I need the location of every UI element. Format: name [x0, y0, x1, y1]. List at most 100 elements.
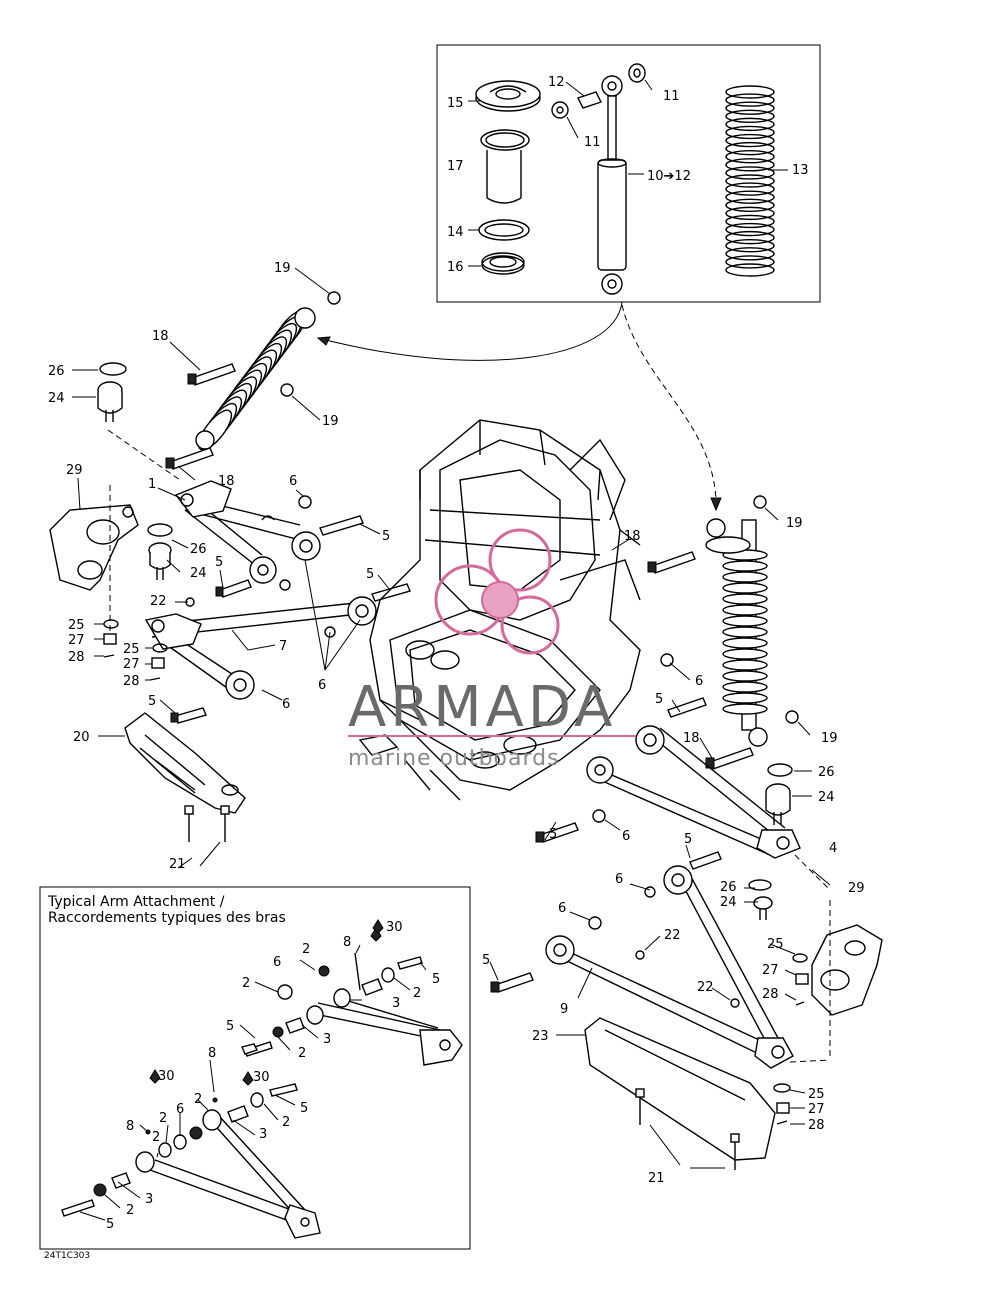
label-1: 1 [148, 477, 156, 492]
label-21-b: 21 [648, 1171, 665, 1186]
label-27-c: 27 [762, 963, 779, 978]
inset-label-2-c: 2 [413, 986, 421, 1001]
arm-attachment-inset: Typical Arm Attachment / Raccordements t… [39, 886, 471, 1250]
label-14: 14 [447, 225, 464, 240]
inset-label-2-f: 2 [282, 1115, 290, 1130]
label-5-g: 5 [684, 832, 692, 847]
label-22-a: 22 [150, 594, 167, 609]
spring-coil-turn [725, 85, 775, 99]
spring-coil-turn [725, 206, 775, 221]
label-27-a: 27 [68, 633, 85, 648]
label-6-f: 6 [615, 872, 623, 887]
inset-label-2-h: 2 [152, 1130, 160, 1145]
right-shock-bottom-eye [748, 727, 768, 747]
spring-coil-turn [725, 158, 775, 172]
right-shock-assembly [705, 518, 768, 747]
spring-coil-turn [725, 150, 775, 164]
right-shock-top-eye [706, 518, 726, 538]
label-20: 20 [73, 730, 90, 745]
inset-label-6-a: 6 [273, 955, 281, 970]
right-shock-coil-turn [722, 670, 768, 682]
spring-coil-turn [725, 239, 775, 253]
right-shock-coil-turn [722, 604, 768, 616]
inset-label-30-b: 30 [158, 1069, 175, 1084]
label-24-c: 24 [818, 790, 835, 805]
arrow-to-left-shock [317, 301, 623, 361]
inset-label-2-g: 2 [159, 1111, 167, 1126]
label-22-b: 22 [664, 928, 681, 943]
label-26-a: 26 [48, 364, 65, 379]
right-lower-a-arm [490, 851, 794, 1069]
label-28-c: 28 [762, 987, 779, 1002]
right-ball-joint-upper [765, 763, 793, 825]
left-upper-a-arm [174, 480, 364, 598]
spring-coil-turn [725, 101, 775, 115]
inset-label-3-d: 3 [145, 1192, 153, 1207]
label-5-f: 5 [549, 827, 557, 842]
label-5-a: 5 [382, 529, 390, 544]
right-shock-hardware [647, 495, 799, 770]
label-27-d: 27 [808, 1102, 825, 1117]
right-knuckle-guide-upper [794, 854, 831, 891]
right-steering-knuckle [811, 924, 883, 1016]
label-5-c: 5 [366, 567, 374, 582]
spring-coil-turn [725, 230, 775, 245]
label-6-b: 6 [318, 678, 326, 693]
part-16-bushing [481, 252, 525, 275]
right-shock-coil-turn [722, 615, 768, 627]
label-17: 17 [447, 159, 464, 174]
left-shock-assembly [195, 307, 316, 451]
label-6-c: 6 [282, 697, 290, 712]
left-skid-plate [124, 712, 246, 814]
right-shock-coil-turn [722, 571, 768, 583]
part-17-sleeve [480, 129, 530, 204]
watermark-logo [434, 528, 560, 655]
left-lower-a-arm [144, 583, 411, 724]
spring-coil-turn [725, 166, 775, 180]
label-18-c: 18 [624, 529, 641, 544]
right-shock-coil-turn [722, 560, 768, 572]
spring-coil-turn [725, 141, 775, 156]
left-upper-guide [107, 429, 181, 481]
label-9: 9 [560, 1002, 568, 1017]
inset-title-fr: Raccordements typiques des bras [48, 910, 286, 926]
left-shock-top-eye [294, 307, 316, 329]
label-29-b: 29 [848, 881, 865, 896]
right-shock-coil-turn [722, 626, 768, 638]
spring-coil-turn [725, 198, 775, 212]
label-29-a: 29 [66, 463, 83, 478]
label-6-d: 6 [695, 674, 703, 689]
label-10-12: 10➔12 [647, 169, 691, 184]
left-shock-hardware [165, 291, 341, 470]
spring-coil-turn [725, 214, 775, 229]
shock-detail-inset [436, 44, 821, 303]
label-5-d: 5 [148, 694, 156, 709]
part-10-shock-absorber [597, 75, 627, 295]
label-5-b: 5 [215, 555, 223, 570]
label-24-d: 24 [720, 895, 737, 910]
left-ball-joint-lower [147, 523, 173, 580]
right-shock-coil-turn [722, 593, 768, 605]
right-shock-coil-turn [722, 582, 768, 594]
part-15-spring-seat [475, 80, 541, 112]
label-28-b: 28 [123, 674, 140, 689]
inset-label-2-a: 2 [302, 942, 310, 957]
right-skid-bolts [635, 1088, 740, 1170]
part-12-sleeve [577, 91, 602, 109]
inset-label-8-c: 8 [126, 1119, 134, 1134]
right-shock-coil-turn [722, 648, 768, 660]
inset-label-5-a: 5 [432, 972, 440, 987]
label-21-a: 21 [169, 857, 186, 872]
label-28-d: 28 [808, 1118, 825, 1133]
right-hardware-lower [748, 879, 809, 1125]
right-shock-coil-turn [722, 703, 768, 715]
drawing-code: 24T1C303 [44, 1251, 90, 1261]
right-shock-coil-turn [722, 659, 768, 671]
label-5-h: 5 [482, 953, 490, 968]
spring-coil-turn [725, 174, 775, 188]
right-knuckle-guide-lower [789, 900, 831, 1063]
inset-label-2-e: 2 [194, 1092, 202, 1107]
label-19-b: 19 [322, 414, 339, 429]
inset-label-5-d: 5 [106, 1217, 114, 1232]
